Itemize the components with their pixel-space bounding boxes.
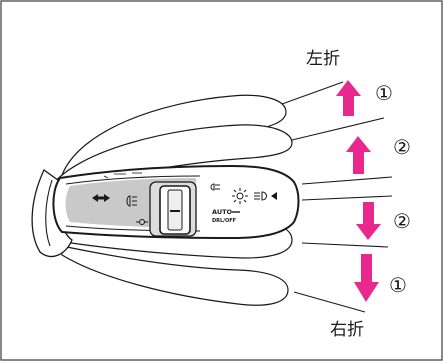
indicator-pointer-icon	[271, 192, 277, 200]
leader-line-neutral-top	[301, 176, 393, 185]
switch-off-text: DRL/OFF	[212, 218, 236, 224]
turn-signal-arrows-icon	[92, 194, 110, 202]
headlight-icon	[210, 183, 220, 191]
high-beam-icon	[254, 191, 267, 201]
arrow-left-2	[346, 136, 371, 174]
movement-arrows	[336, 80, 381, 302]
switch-auto-text: AUTO	[212, 208, 233, 216]
leader-lines	[281, 81, 393, 313]
leader-line-right-1	[293, 291, 366, 313]
step-1-bottom-label: ①	[389, 273, 407, 297]
leader-line-left-1	[281, 81, 344, 105]
parking-light-icon	[232, 188, 248, 204]
right-turn-label: 右折	[330, 320, 364, 340]
fog-light-icon	[126, 195, 137, 207]
step-2-bottom-label: ②	[393, 209, 411, 233]
arrow-right-2	[356, 202, 381, 240]
lever-base-inner	[45, 179, 53, 247]
lever-inner-line	[65, 175, 201, 185]
arrow-right-1	[354, 254, 379, 302]
step-1-top-label: ①	[375, 81, 393, 105]
left-turn-label: 左折	[306, 49, 340, 69]
leader-line-left-2	[291, 117, 385, 141]
lever-position-right-1	[61, 245, 289, 306]
step-2-top-label: ②	[393, 135, 411, 159]
leader-line-neutral-bottom	[301, 195, 393, 201]
top-marks-icon	[103, 172, 142, 179]
leader-line-right-2	[301, 242, 389, 248]
small-symbol-icon	[136, 219, 148, 225]
arrow-left-1	[336, 80, 361, 116]
